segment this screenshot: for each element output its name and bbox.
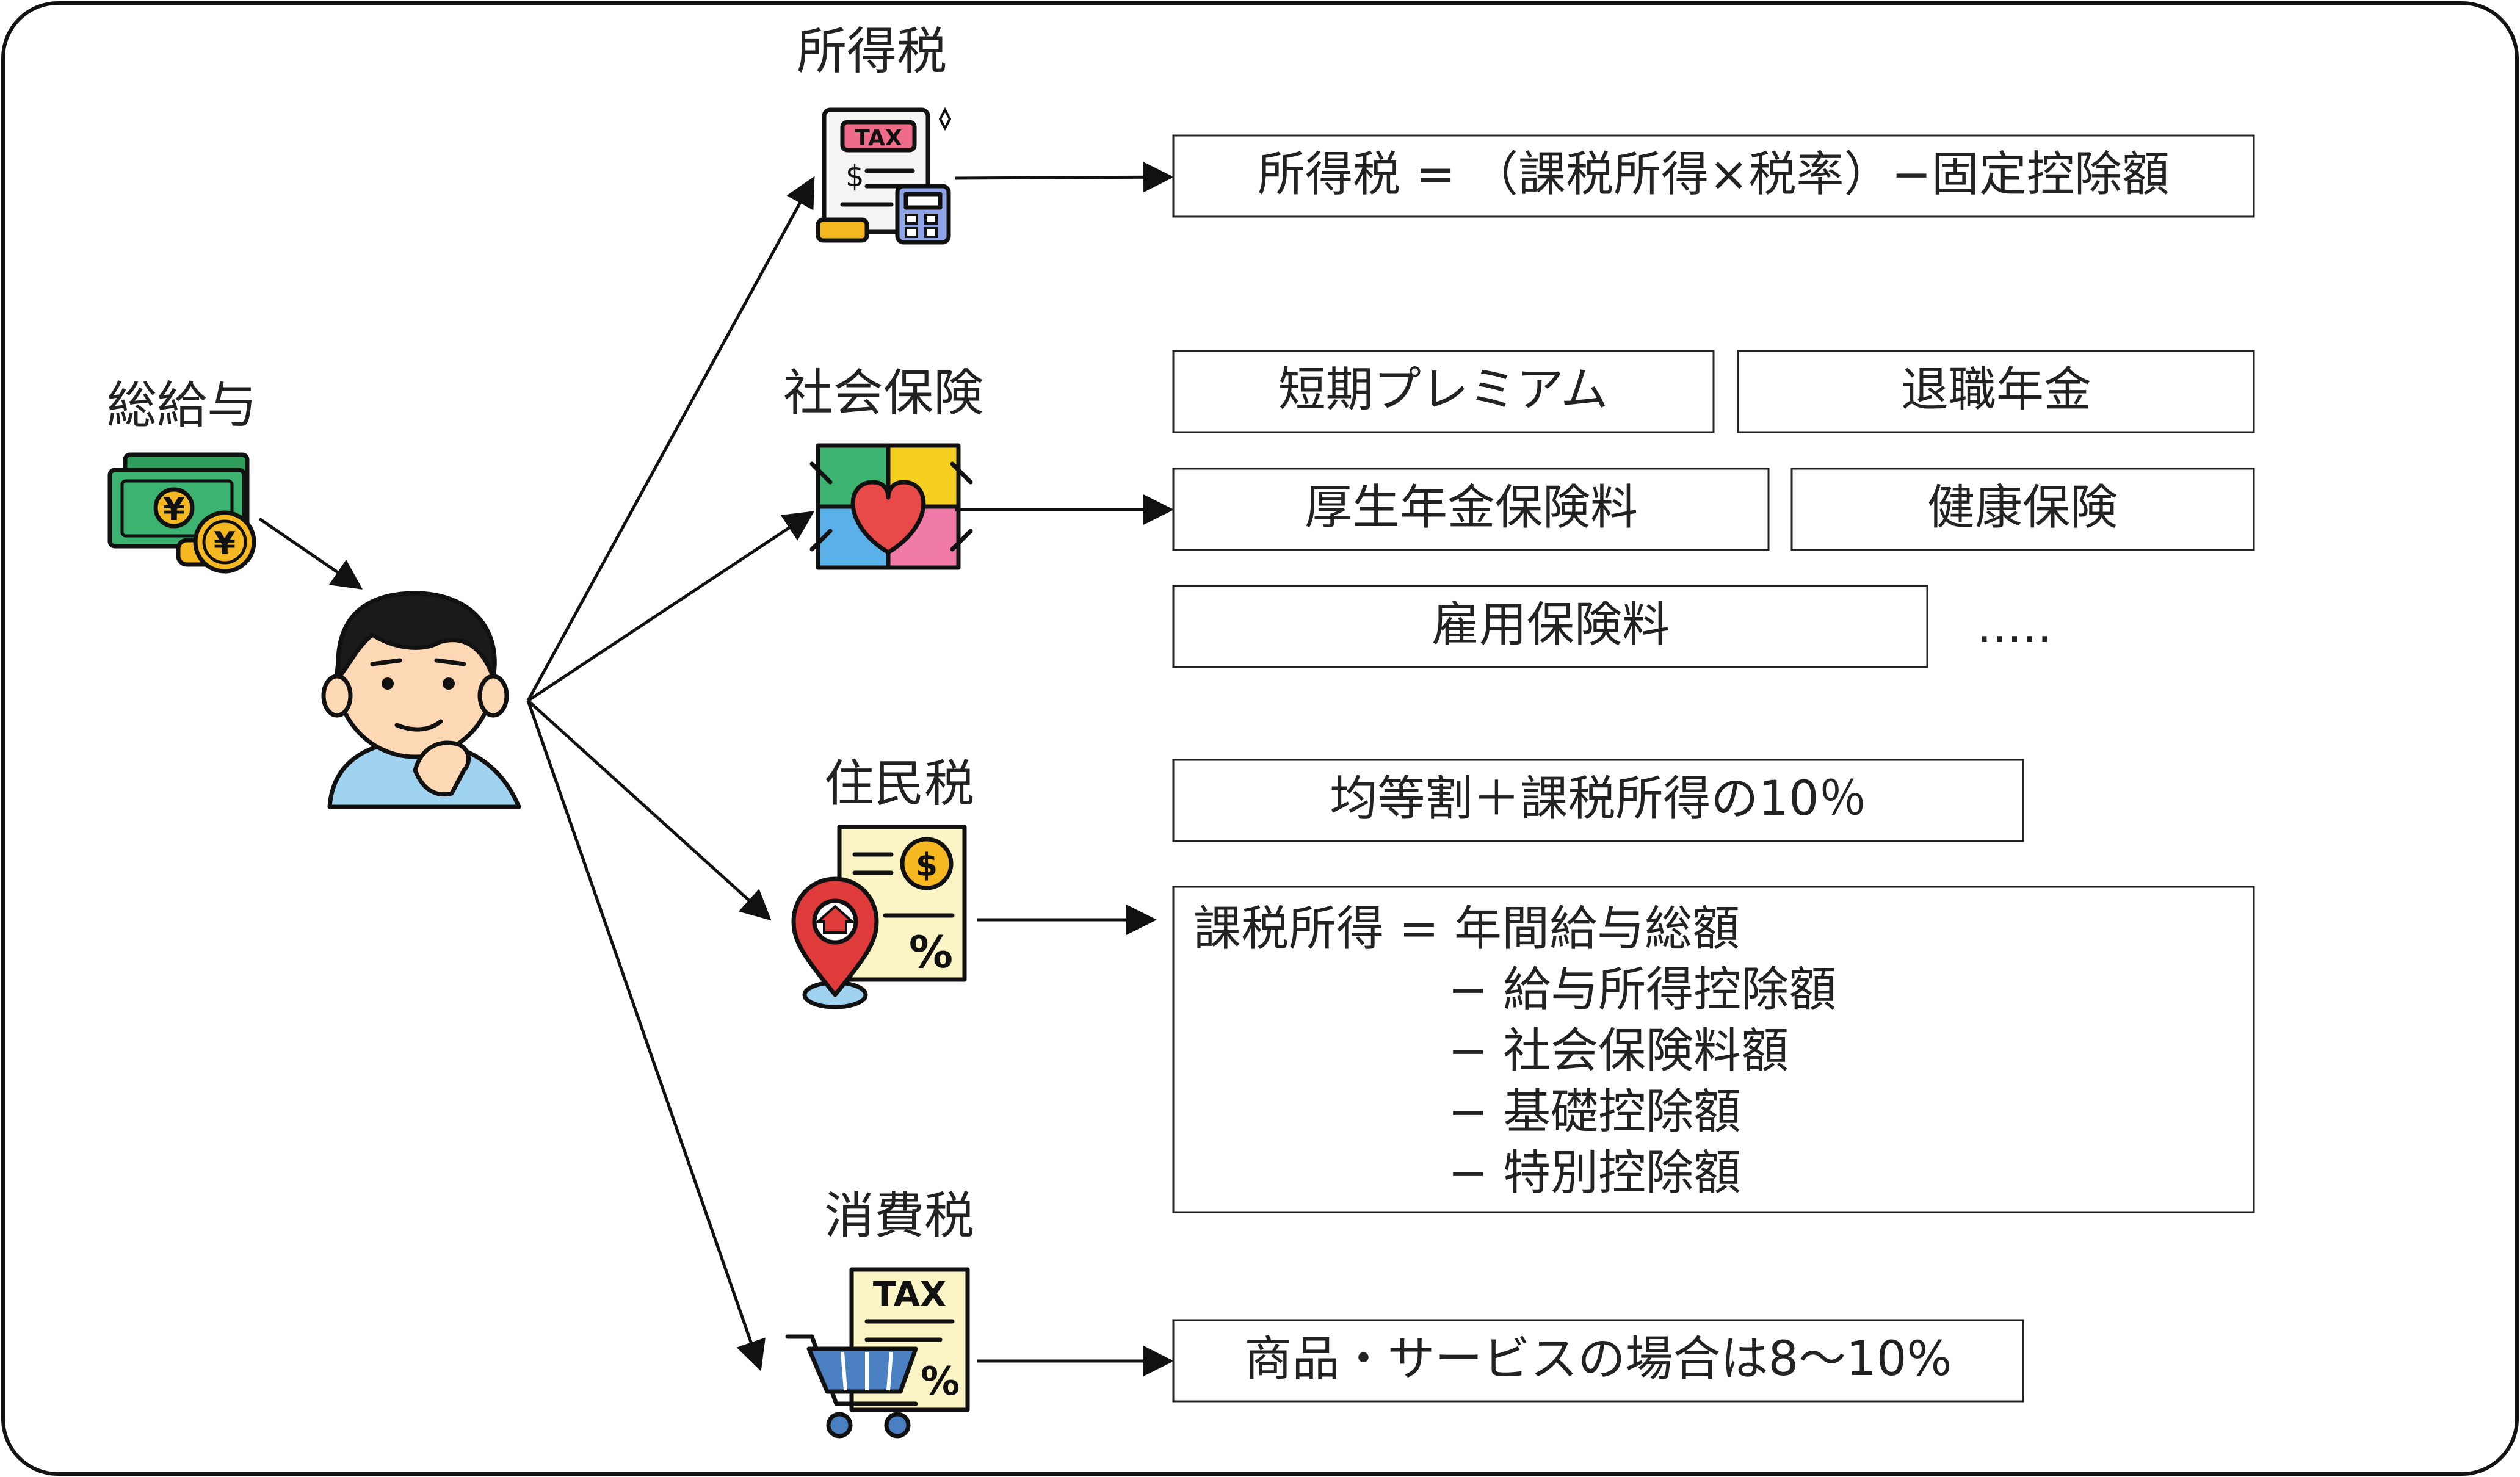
taxable-income-line-4: − 基礎控除額: [1448, 1085, 1741, 1139]
money-icon: ¥ ¥: [107, 452, 256, 574]
shopping-cart-tax-icon: TAX %: [785, 1267, 970, 1439]
flow-arrows: [258, 162, 1174, 1376]
arrow-money-to-person: [258, 517, 363, 590]
income-tax-formula-box: 所得税 = （課税所得×税率）−固定控除額: [1172, 134, 2255, 218]
arrow-person-to-resident-tax: [527, 699, 772, 921]
dollar-symbol: $: [845, 159, 864, 193]
short-premium-label: 短期プレミアム: [1278, 363, 1609, 417]
taxable-income-line-3: − 社会保険料額: [1448, 1024, 1789, 1078]
taxable-income-line-5: − 特別控除額: [1448, 1146, 1741, 1201]
dollar-coin-symbol: $: [916, 847, 938, 884]
tax-document-calculator-icon: TAX $: [816, 107, 952, 245]
resident-rate-label: 均等割＋課税所得の10％: [1330, 771, 1866, 826]
resident-tax-document-icon: $ %: [791, 825, 967, 1009]
arrow-person-to-consumption-tax: [526, 700, 766, 1371]
label-resident-tax: 住民税: [824, 755, 974, 813]
employment-insurance-label: 雇用保険料: [1432, 598, 1670, 652]
resident-rate-box: 均等割＋課税所得の10％: [1172, 759, 2024, 842]
retirement-pension-label: 退職年金: [1901, 363, 2091, 417]
percent-symbol: %: [909, 926, 953, 978]
cart-percent-symbol: %: [921, 1359, 960, 1404]
label-social-insurance: 社会保険: [783, 364, 983, 422]
arrow-person-to-social-insurance: [527, 511, 815, 702]
label-consumption-tax: 消費税: [824, 1187, 974, 1245]
cart-tax-label: TAX: [873, 1275, 946, 1315]
yen-symbol: ¥: [163, 491, 185, 528]
taxable-income-line-1: 課税所得 = 年間給与総額: [1193, 901, 1740, 956]
consumption-rate-label: 商品・サービスの場合は8〜10%: [1245, 1332, 1952, 1387]
health-insurance-box: 健康保険: [1790, 468, 2255, 551]
pension-premium-label: 厚生年金保険料: [1305, 480, 1638, 535]
person-thinking-icon: [321, 591, 521, 809]
employment-insurance-box: 雇用保険料: [1172, 585, 1928, 668]
retirement-pension-box: 退職年金: [1737, 350, 2255, 433]
arrow-person-to-income-tax: [526, 176, 815, 702]
label-income-tax: 所得税: [797, 23, 947, 81]
health-insurance-label: 健康保険: [1927, 480, 2118, 535]
tax-label: TAX: [855, 126, 902, 151]
consumption-rate-box: 商品・サービスの場合は8〜10%: [1172, 1319, 2024, 1403]
taxable-income-box: 課税所得 = 年間給与総額 − 給与所得控除額 − 社会保険料額 − 基礎控除額…: [1172, 886, 2255, 1213]
label-gross-salary: 総給与: [107, 377, 257, 435]
arrow-income-tax-to-formula: [955, 162, 1174, 193]
coin-yen-symbol: ¥: [214, 525, 236, 562]
hands-heart-icon: [809, 443, 973, 570]
more-items-ellipsis: .....: [1977, 599, 2052, 654]
pension-premium-box: 厚生年金保険料: [1172, 468, 1770, 551]
taxable-income-line-2: − 給与所得控除額: [1448, 962, 1836, 1017]
income-tax-formula: 所得税 = （課税所得×税率）−固定控除額: [1258, 147, 2170, 202]
short-premium-box: 短期プレミアム: [1172, 350, 1715, 433]
